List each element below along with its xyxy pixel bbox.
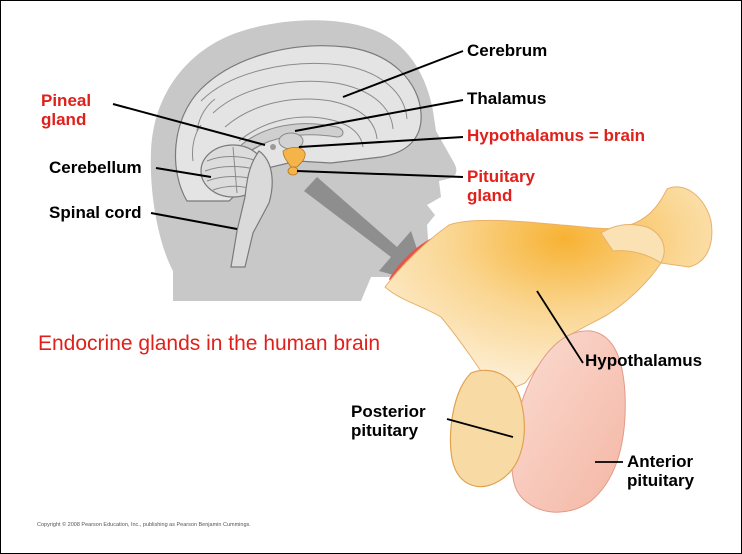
label-anterior-pituitary-line2: pituitary bbox=[627, 471, 694, 490]
caption: Endocrine glands in the human brain bbox=[38, 332, 380, 356]
label-cerebrum: Cerebrum bbox=[467, 41, 547, 60]
label-anterior-pituitary-line1: Anterior bbox=[627, 452, 693, 471]
label-posterior-pituitary-line1: Posterior bbox=[351, 402, 426, 421]
label-posterior-pituitary-line2: pituitary bbox=[351, 421, 418, 440]
pituitary-small bbox=[288, 167, 298, 175]
label-pineal-gland-line2: gland bbox=[41, 110, 86, 129]
label-pituitary-gland-line1: Pituitary bbox=[467, 167, 535, 186]
copyright-notice: Copyright © 2008 Pearson Education, Inc.… bbox=[37, 522, 251, 528]
label-hypothalamus: Hypothalamus bbox=[585, 351, 702, 370]
label-pineal-gland-line1: Pineal bbox=[41, 91, 91, 110]
label-thalamus: Thalamus bbox=[467, 89, 546, 108]
label-spinal-cord: Spinal cord bbox=[49, 203, 142, 222]
label-cerebellum: Cerebellum bbox=[49, 158, 142, 177]
label-hypothalamus-brain: Hypothalamus = brain bbox=[467, 126, 645, 145]
label-pituitary-gland-line2: gland bbox=[467, 186, 512, 205]
pineal-small bbox=[270, 144, 276, 150]
